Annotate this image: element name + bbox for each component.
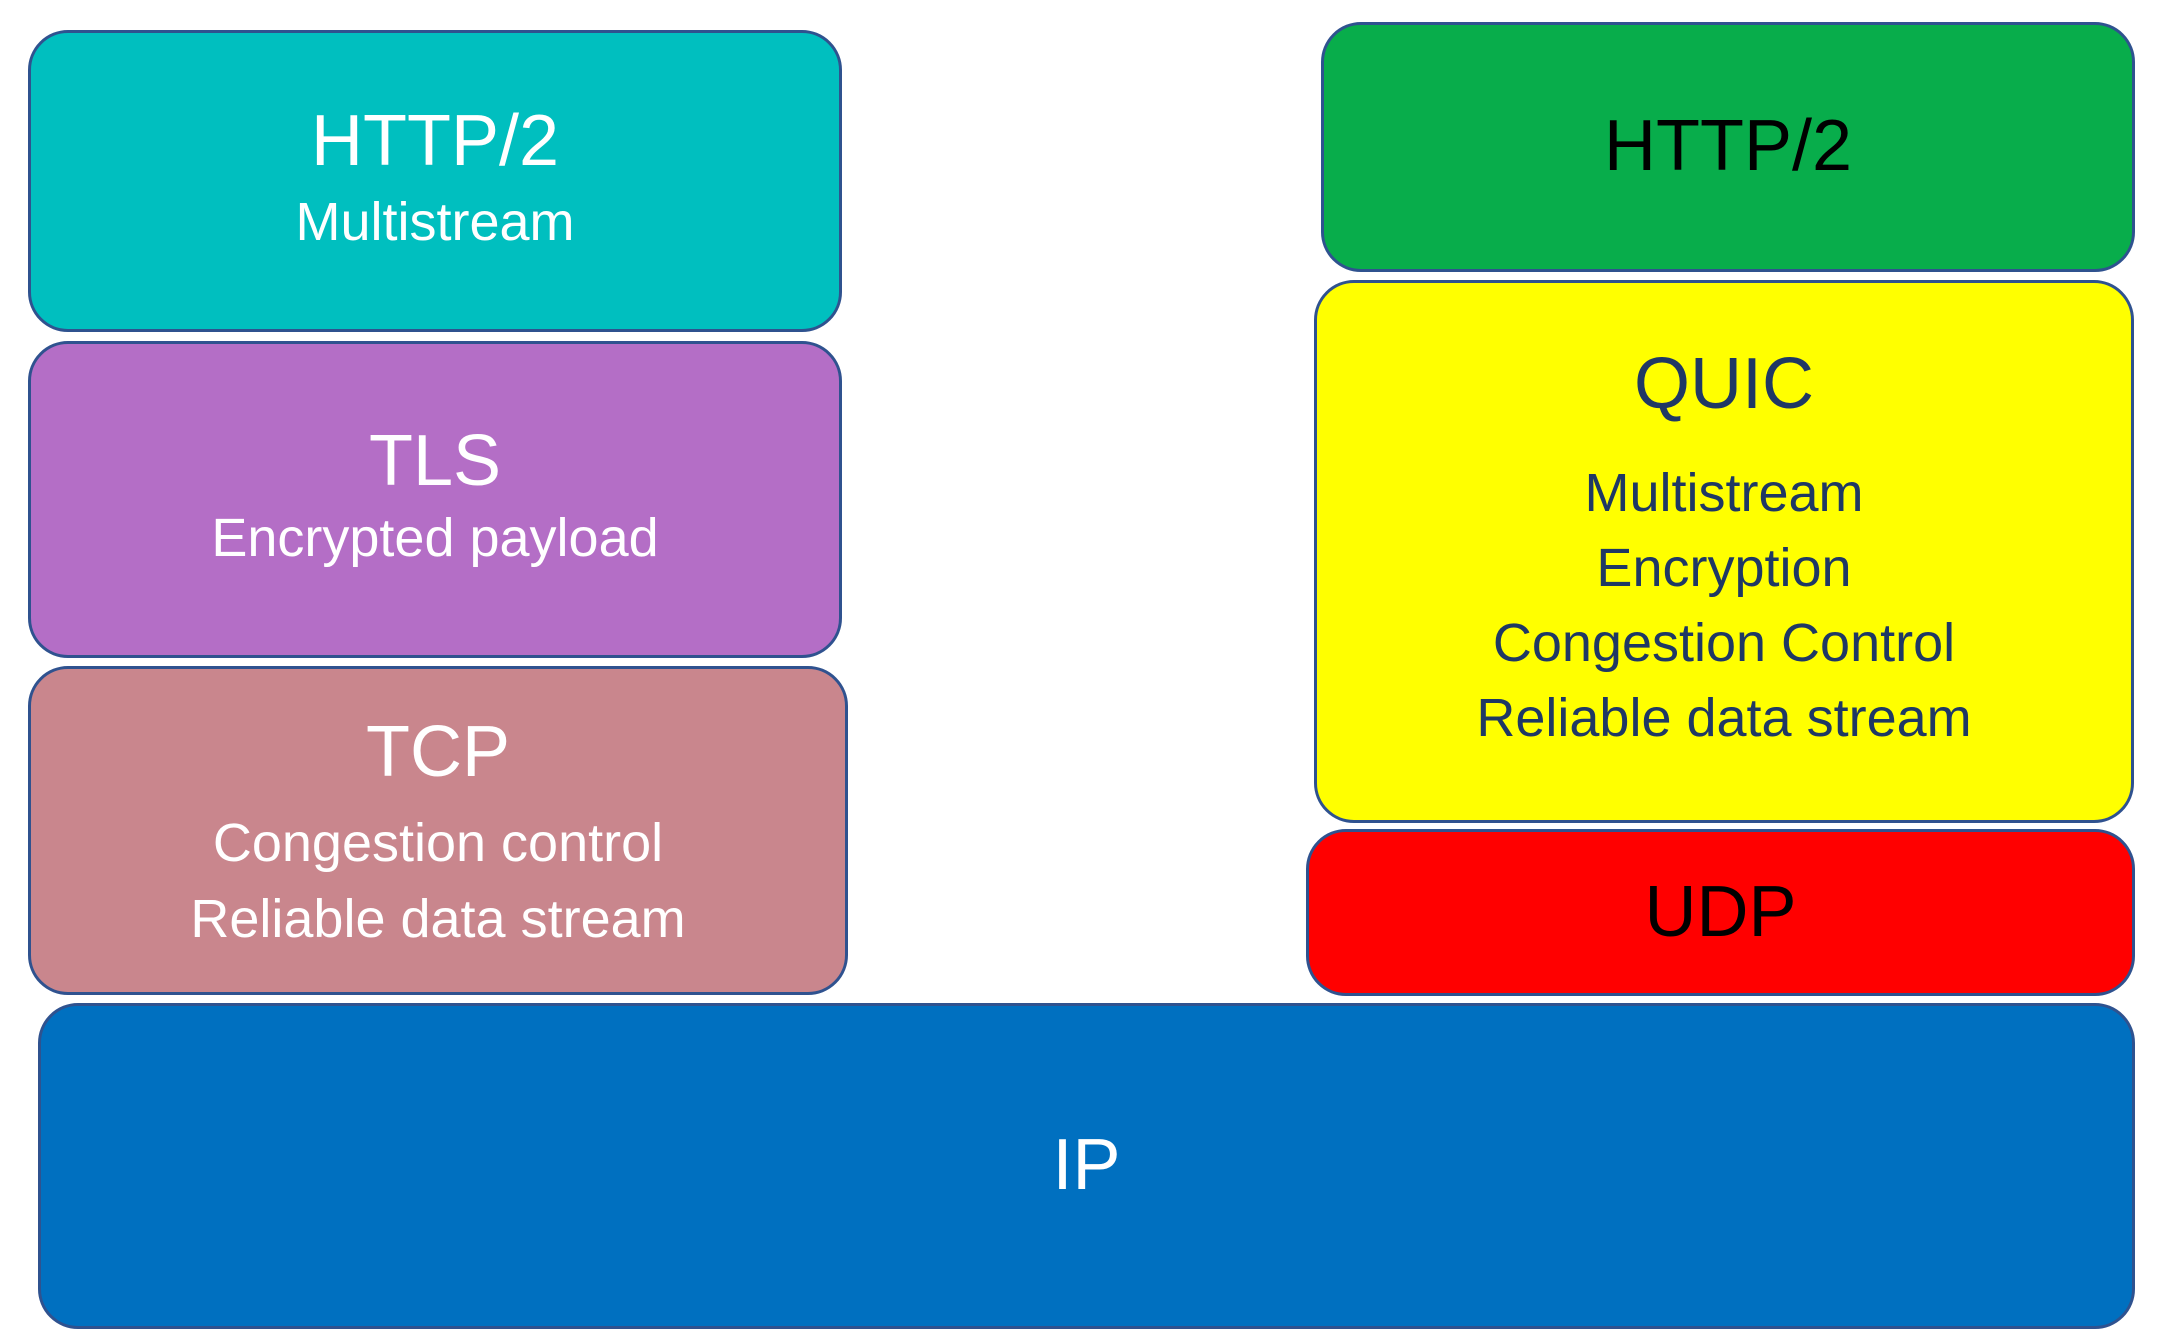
tls-feature-encrypted-payload: Encrypted payload	[211, 508, 659, 569]
right-http2-layer: HTTP/2	[1321, 22, 2135, 272]
tls-title: TLS	[368, 421, 502, 502]
quic-feature-encryption: Encryption	[1596, 538, 1852, 599]
udp-layer: UDP	[1306, 829, 2135, 996]
udp-title: UDP	[1644, 871, 1797, 952]
quic-title: QUIC	[1634, 344, 1814, 424]
ip-layer: IP	[38, 1003, 2135, 1329]
quic-layer: QUIC Multistream Encryption Congestion C…	[1314, 280, 2134, 823]
tcp-feature-reliable-data-stream: Reliable data stream	[190, 888, 686, 949]
right-http2-title: HTTP/2	[1603, 106, 1853, 187]
ip-title: IP	[1052, 1125, 1121, 1206]
left-http2-title: HTTP/2	[310, 100, 560, 181]
quic-feature-multistream: Multistream	[1584, 463, 1864, 524]
tls-layer: TLS Encrypted payload	[28, 341, 842, 658]
tcp-layer: TCP Congestion control Reliable data str…	[28, 666, 848, 995]
tcp-title: TCP	[366, 712, 510, 792]
quic-feature-reliable-data-stream: Reliable data stream	[1476, 688, 1972, 749]
left-http2-feature-multistream: Multistream	[295, 191, 575, 252]
tcp-feature-congestion-control: Congestion control	[212, 813, 664, 874]
left-http2-layer: HTTP/2 Multistream	[28, 30, 842, 332]
quic-feature-congestion-control: Congestion Control	[1492, 613, 1956, 674]
